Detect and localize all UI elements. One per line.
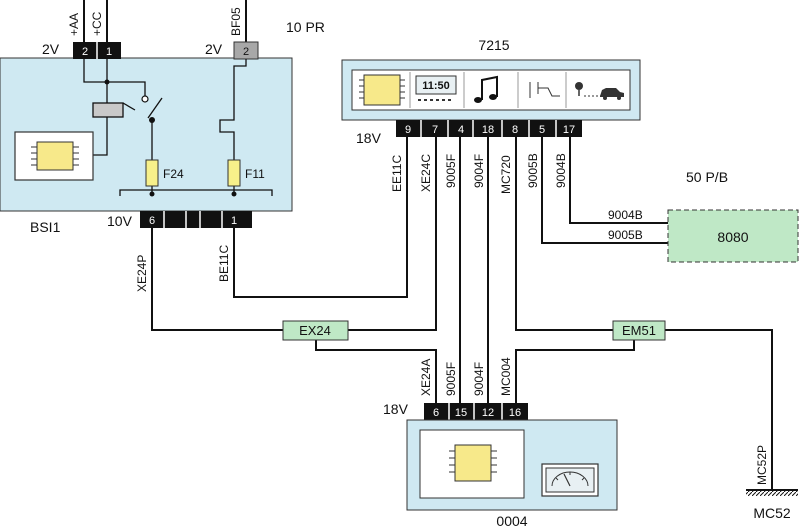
ground-mc52: MC52P MC52: [746, 445, 798, 521]
wires: [83, 0, 773, 490]
wire-label-ee11c: EE11C: [390, 155, 404, 192]
car-scene-icon: [575, 82, 624, 100]
cluster-pin-16: 16: [509, 407, 521, 419]
amp-wire-label-9005b: 9005B: [608, 228, 643, 242]
radio-pin-4: 4: [458, 124, 464, 136]
splice-ex24-label: EX24: [299, 323, 331, 338]
wire-label-mc004: MC004: [499, 357, 513, 396]
fuse-f11-icon: [227, 159, 241, 187]
wire-xe24c: [348, 136, 437, 331]
cluster-module: XE24A 9005F 9004F MC004 18V 6 15 12 16: [383, 357, 618, 529]
wire-label-9004f-top: 9004F: [472, 154, 486, 188]
radio-pin-18: 18: [482, 124, 494, 136]
wire-label-cc: +CC: [90, 11, 104, 36]
wire-label-9005f-top: 9005F: [444, 154, 458, 188]
wire-mc52p: [665, 329, 773, 490]
bsi-chip-icon: [14, 131, 94, 181]
bsi-top-pin-1: 1: [106, 46, 112, 58]
fuse-f24-label: F24: [163, 167, 184, 181]
wire-9005b: [541, 136, 668, 244]
wire-label-9004f-bottom: 9004F: [472, 362, 486, 396]
wire-label-bf05: BF05: [229, 7, 243, 36]
radio-voltage: 18V: [356, 130, 382, 146]
wire-ee11c: [233, 136, 408, 298]
bsi-top-pin-2: 2: [82, 46, 88, 58]
wire-label-mc720: MC720: [499, 155, 513, 194]
radio-pin-5: 5: [539, 124, 545, 136]
bsi-top-pin-right: 2: [243, 46, 249, 58]
bsi-top-voltage-right: 2V: [205, 41, 223, 57]
wire-label-mc52p: MC52P: [755, 445, 769, 485]
wire-9004b: [569, 136, 668, 224]
pr-label: 10 PR: [286, 19, 325, 35]
wire-label-xe24a: XE24A: [419, 359, 433, 396]
radio-pin-7: 7: [432, 124, 438, 136]
amplifier-module: 50 P/B 8080 9004B 9005B: [608, 169, 799, 263]
wire-label-9005b-top: 9005B: [526, 153, 540, 188]
bsi-bottom-pin-1: 1: [231, 215, 237, 227]
cluster-pin-12: 12: [482, 407, 494, 419]
switch-icon: [529, 82, 560, 98]
splice-ex24: EX24: [282, 320, 349, 341]
radio-chip-icon: [359, 74, 405, 106]
bsi-bottom-voltage: 10V: [107, 213, 133, 229]
bsi-bottom-connector: [140, 211, 252, 228]
wire-mc004: [515, 340, 635, 404]
wire-mc720: [515, 136, 613, 331]
wire-label-be11c: BE11C: [217, 245, 231, 282]
fuse-f11-label: F11: [245, 167, 265, 181]
radio-name: 7215: [478, 37, 509, 53]
ground-name: MC52: [753, 505, 791, 521]
amp-box: [667, 209, 799, 263]
radio-pin-9: 9: [405, 124, 411, 136]
bsi-name: BSI1: [30, 219, 61, 235]
amp-wire-label-9004b: 9004B: [608, 208, 643, 222]
radio-module: 7215 11:50: [341, 37, 641, 146]
cluster-pin-15: 15: [455, 407, 467, 419]
bsi-bottom-pin-6: 6: [149, 215, 155, 227]
splice-em51-label: EM51: [622, 323, 656, 338]
fuse-f24-icon: [145, 159, 159, 187]
music-note-icon: [474, 75, 498, 103]
wire-label-xe24p: XE24P: [135, 255, 149, 292]
bsi-internal-circuit: [83, 59, 273, 196]
clock-display-time: 11:50: [422, 80, 450, 92]
wire-label-aa: +AA: [67, 13, 81, 36]
wire-xe24a: [315, 340, 437, 404]
amp-name: 8080: [717, 229, 748, 245]
splice-em51: EM51: [612, 320, 666, 341]
cluster-chip-icon: [449, 444, 497, 482]
wire-label-9004b-top: 9004B: [554, 153, 568, 188]
bsi-top-voltage-left: 2V: [42, 41, 60, 57]
cluster-voltage: 18V: [383, 401, 409, 417]
relay-coil: [92, 102, 124, 118]
gauge-icon: [541, 463, 599, 497]
wire-label-xe24c: XE24C: [419, 154, 433, 192]
clock-display-icon: 11:50: [415, 75, 457, 101]
cluster-name: 0004: [496, 513, 527, 529]
radio-pin-17: 17: [563, 124, 575, 136]
cluster-pin-6: 6: [433, 407, 439, 419]
wire-xe24p: [151, 228, 283, 331]
radio-pin-8: 8: [512, 124, 518, 136]
radio-connector: [396, 120, 582, 137]
bsi-module: 2 1 2: [0, 41, 293, 235]
wire-label-9005f-bottom: 9005F: [444, 362, 458, 396]
amp-pb-label: 50 P/B: [686, 169, 728, 185]
